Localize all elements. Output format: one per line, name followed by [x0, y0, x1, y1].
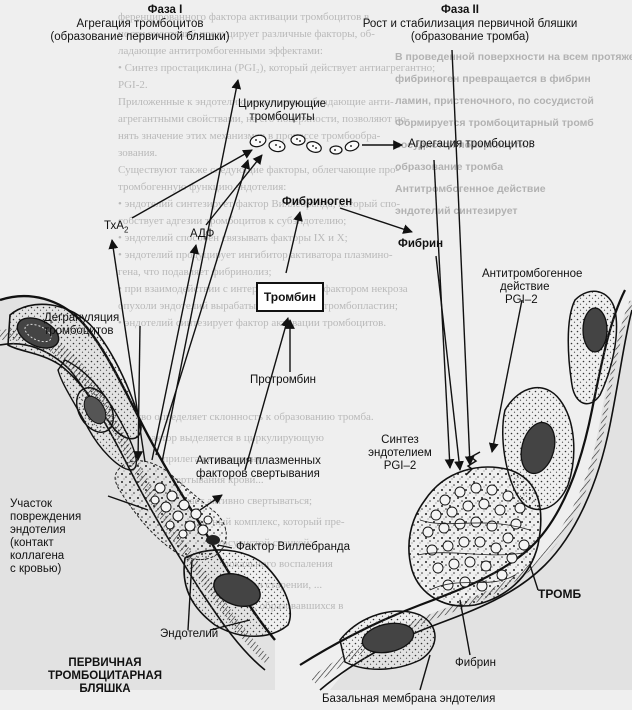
injury-label-3: эндотелия	[10, 524, 66, 536]
background-text-line: гена, что подавляет фибринолиз;	[118, 266, 272, 278]
primary-plaque-label-3: БЛЯШКА	[79, 683, 131, 695]
background-right-line: фибриноген превращается в фибрин	[395, 73, 591, 85]
activation-label-1: Активация плазменных	[196, 455, 321, 467]
primary-platelet-plaque	[114, 460, 227, 561]
background-text-line: нять значение этих механизмов в процессе…	[118, 130, 381, 142]
synthesis-label-3: PGI–2	[383, 460, 417, 472]
background-text-line: • эндотелий продуцирует ингибитор актива…	[118, 249, 393, 261]
background-text-line: Приложенные к эндотелию механизмы, облад…	[118, 96, 394, 108]
prothrombin-label: Протромбин	[250, 374, 317, 386]
primary-plaque-label-1: ПЕРВИЧНАЯ	[68, 657, 142, 669]
txa2-label: ТхА2	[104, 220, 129, 235]
background-text-line: тромбогенную функцию эндотелия:	[118, 181, 286, 193]
injury-label-2: повреждения	[10, 511, 82, 523]
synthesis-label-2: эндотелием	[368, 447, 432, 459]
primary-plaque-label-2: ТРОМБОЦИТАРНАЯ	[47, 670, 163, 682]
synthesis-label-1: Синтез	[381, 434, 419, 446]
injury-label-1: Участок	[10, 498, 53, 510]
endothelium-label: Эндотелий	[160, 628, 219, 640]
background-right-line: образование тромба	[395, 161, 503, 173]
antithrombogenic-label-3: PGI–2	[505, 294, 538, 306]
circulating-label-1: Циркулирующие	[237, 98, 327, 110]
thrombin-box	[256, 282, 324, 312]
background-right-line: сосудистой поверхности...	[395, 139, 534, 151]
right-vessel-wall	[299, 289, 632, 691]
injury-label-4: (контакт	[10, 537, 54, 549]
phase1-subtitle-2: (образование первичной бляшки)	[50, 31, 230, 43]
background-text-line: агрегантными свойствами, на его поверхно…	[118, 113, 410, 125]
phase1-title: Фаза I	[147, 4, 183, 16]
fibrin-bottom-label: Фибрин	[455, 657, 496, 669]
background-right-line: В проведенной поверхности на всем протяж…	[395, 51, 632, 63]
circulating-platelets	[249, 134, 360, 155]
willebrand-label: Фактор Виллебранда	[236, 541, 351, 553]
basement-membrane-label: Базальная мембрана эндотелия	[322, 693, 496, 705]
background-text-line: Существуют также следующие факторы, обле…	[118, 164, 399, 176]
background-text-line: ладающие антитромбогенными эффектами:	[118, 45, 323, 57]
degranulation-label-2: тромбоцитов	[44, 325, 114, 337]
background-text-line: PGI-2.	[118, 79, 148, 91]
degranulation-label-1: Дегрануляция	[44, 312, 120, 324]
injury-label-6: с кровью)	[10, 563, 62, 575]
background-text-line: • эндотелий синтезирует фактор Виллебран…	[118, 198, 400, 210]
fibrin-top-label: Фибрин	[398, 238, 444, 250]
phase2-subtitle-2: (образование тромба)	[410, 31, 530, 43]
background-right-line: Антитромбогенное действие	[395, 183, 546, 195]
background-text-line: ности эндотелий продуцирует различные фа…	[118, 28, 375, 40]
thrombus-label: ТРОМБ	[538, 587, 582, 601]
antithrombogenic-label-2: действие	[500, 281, 550, 293]
background-text-line: ференцированного фактора активации тромб…	[118, 11, 369, 23]
phase2-subtitle-1: Рост и стабилизация первичной бляшки	[362, 18, 578, 30]
aggregation-label: Агрегация тромбоцитов	[408, 138, 535, 150]
fibrinogen-label: Фибриноген	[282, 196, 353, 208]
phase1-subtitle-1: Агрегация тромбоцитов	[76, 18, 204, 30]
injury-label-5: коллагена	[10, 550, 65, 562]
thrombin-label: Тромбин	[263, 290, 317, 304]
background-right-line: эндотелий синтезирует	[395, 205, 518, 217]
background-text-line: зования.	[118, 147, 158, 159]
background-right-line: ламин, пристеночного, по сосудистой	[395, 95, 594, 107]
circulating-label-2: тромбоциты	[249, 111, 315, 123]
activation-label-2: факторов свертывания	[196, 468, 320, 480]
background-right-line: Формируется тромбоцитарный тромб	[395, 117, 594, 129]
phase2-title: Фаза II	[441, 4, 479, 16]
background-text-line: • Синтез простациклина (PGI₂), который д…	[118, 62, 435, 74]
arrows	[107, 49, 539, 691]
background-text-line: • эндотелий синтезирует фактор активации…	[118, 317, 386, 329]
adp-label: АДФ	[190, 228, 215, 240]
background-text-line: • эндотелий способен связывать факторы I…	[118, 232, 348, 244]
antithrombogenic-label-1: Антитромбогенное	[482, 268, 583, 280]
background-text-line: собствует адгезии тромбоцитов к субэндот…	[118, 215, 346, 227]
